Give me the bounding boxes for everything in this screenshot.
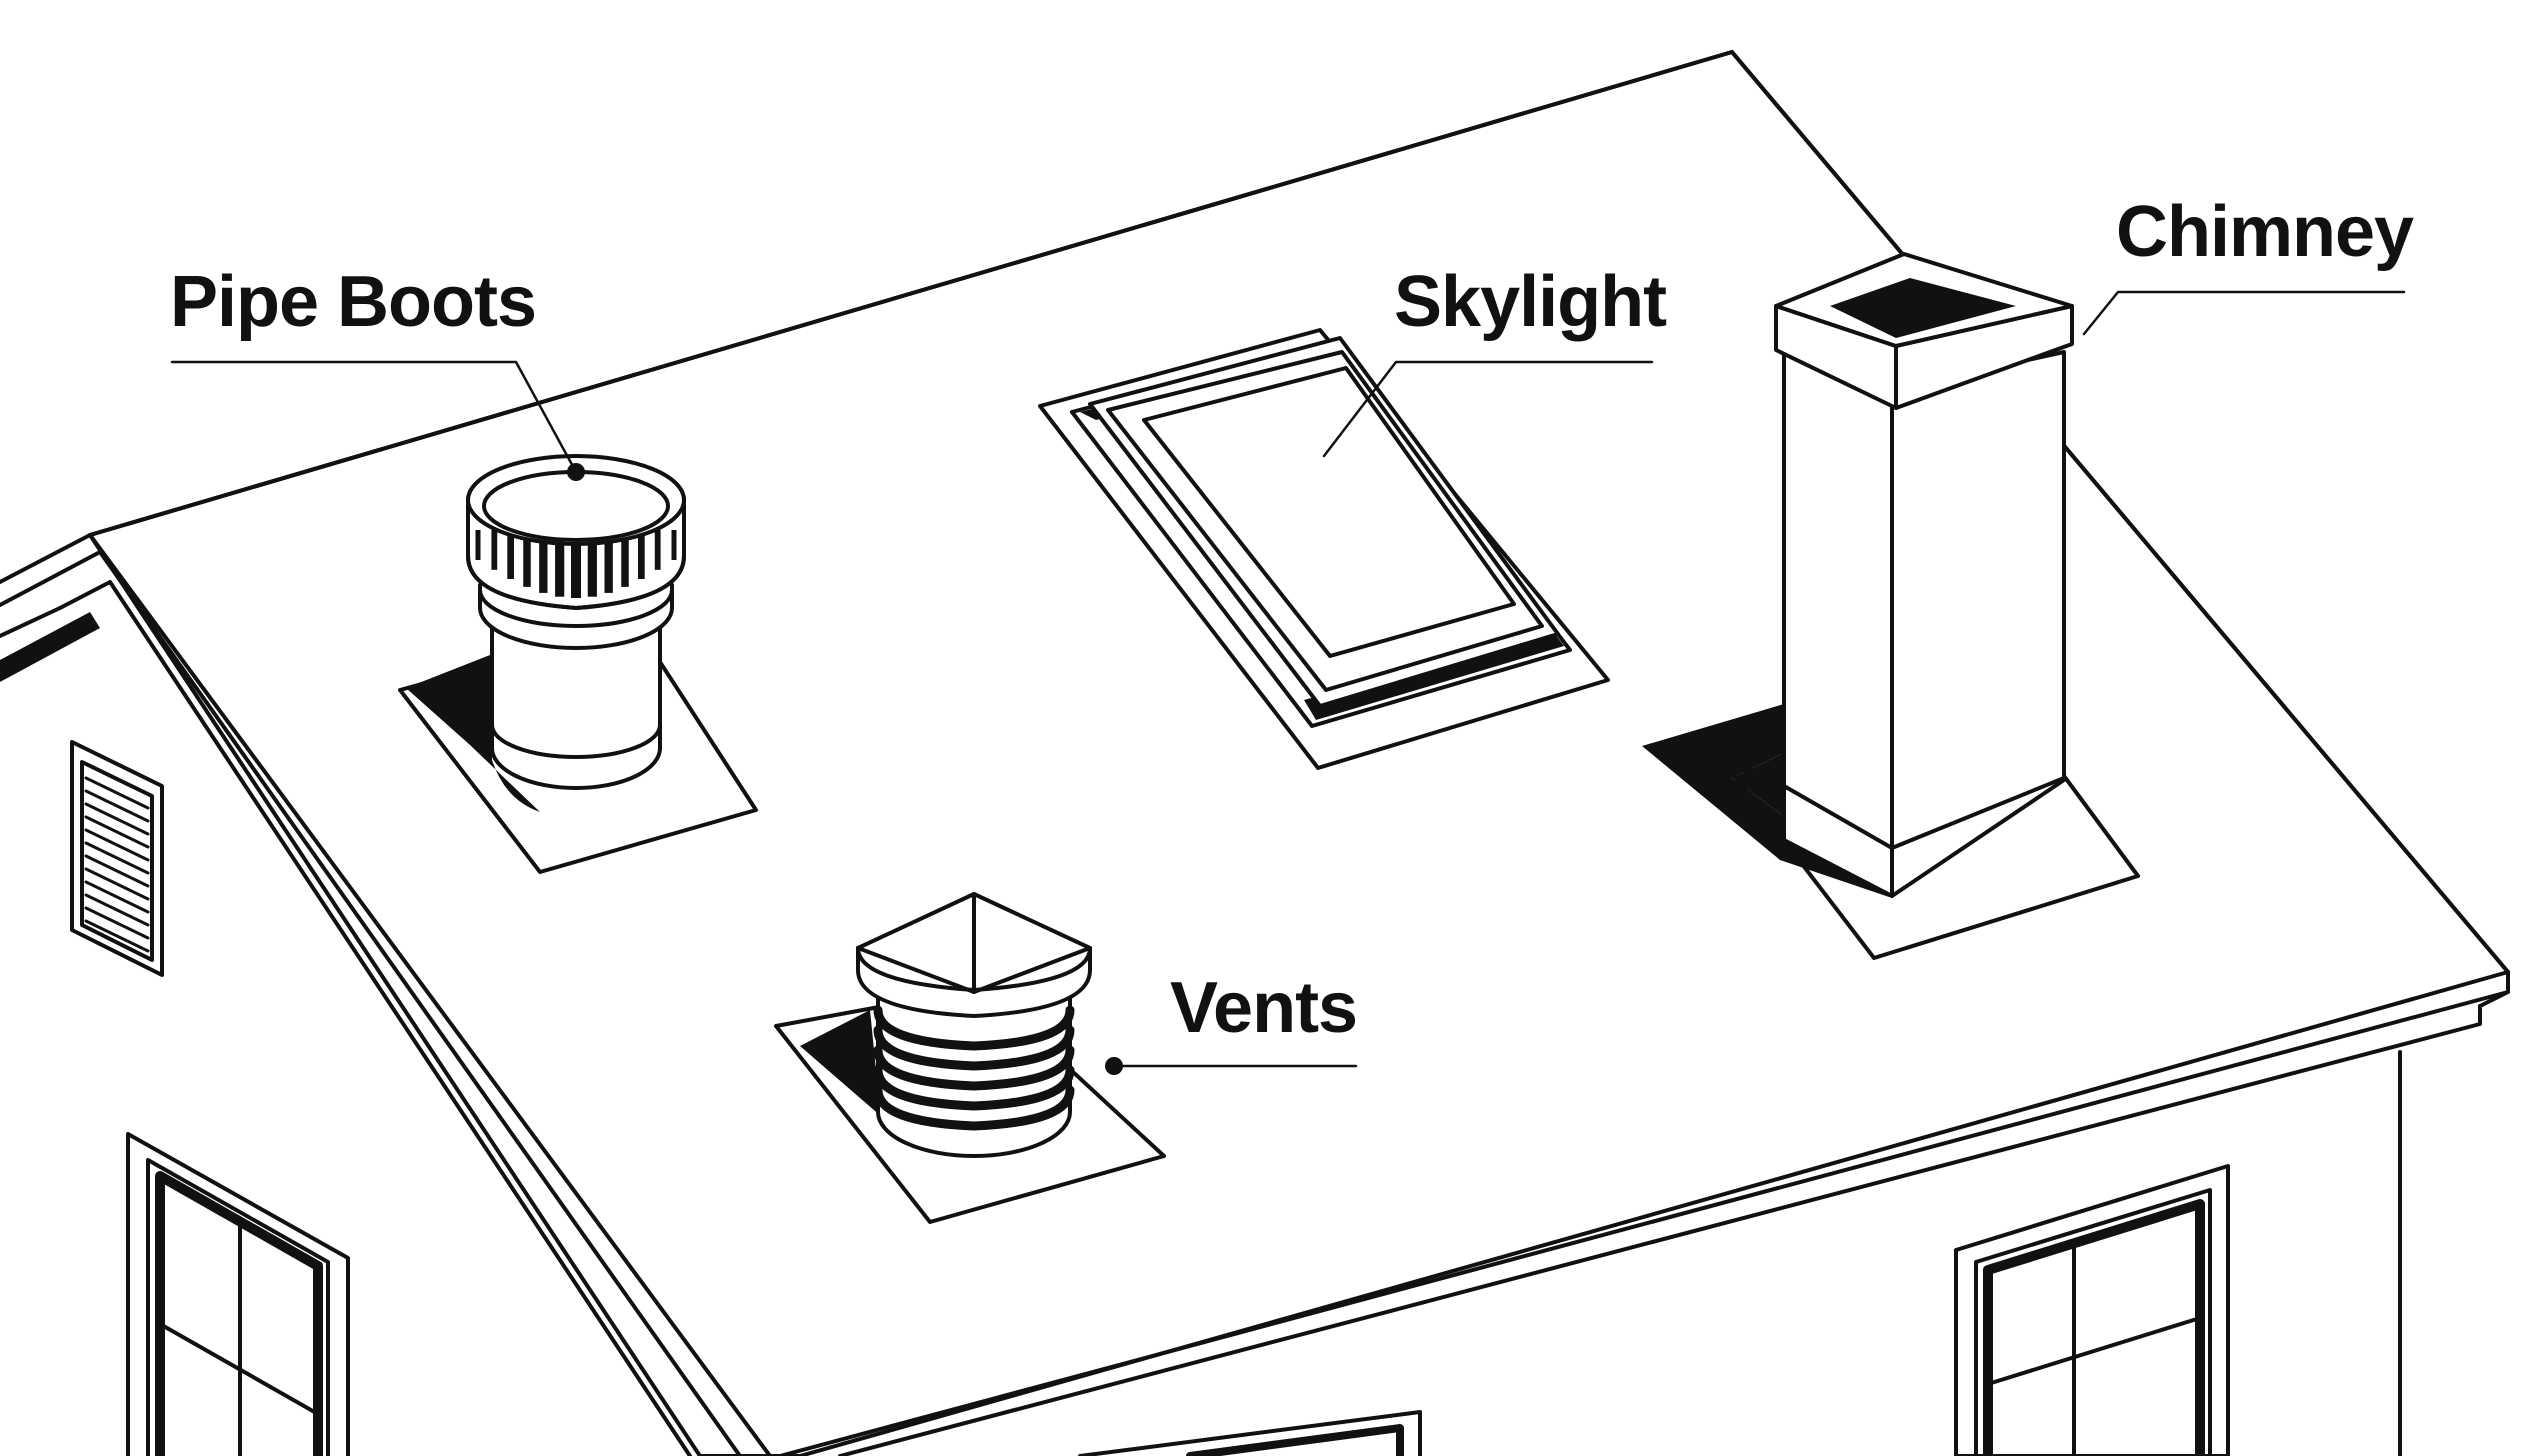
louver-slat xyxy=(84,880,150,914)
gable-wall xyxy=(0,533,772,1456)
window-left xyxy=(126,1132,350,1456)
turbine-rib xyxy=(654,530,661,570)
vent-band xyxy=(873,1085,1075,1131)
label-chimney: Chimney xyxy=(2116,192,2414,272)
label-vents: Vents xyxy=(1170,968,1358,1048)
label-pipe-boots: Pipe Boots xyxy=(170,262,537,342)
label-skylight: Skylight xyxy=(1394,262,1667,342)
louver-slat xyxy=(84,854,150,888)
louver-slat xyxy=(84,893,150,927)
turbine-rib xyxy=(571,530,581,598)
pipe-boot-shadow xyxy=(406,655,540,812)
louver-slat xyxy=(84,802,150,836)
callout-leaders xyxy=(170,290,2406,1075)
gable-trim-shadow xyxy=(0,612,100,682)
turbine-rib xyxy=(638,530,645,579)
turbine-rib xyxy=(555,530,565,597)
louver-slat xyxy=(84,815,150,849)
vent-band xyxy=(873,1005,1075,1051)
window-center xyxy=(1078,1410,1422,1456)
turbine-rib xyxy=(507,530,514,579)
vent-band xyxy=(873,1025,1075,1071)
turbine-rib xyxy=(523,530,531,587)
louver-slat xyxy=(84,828,150,862)
roof-vent xyxy=(774,892,1166,1224)
louver-slat xyxy=(84,776,150,810)
turbine-rib xyxy=(671,530,677,560)
louver-slat xyxy=(84,841,150,875)
turbine-rib xyxy=(621,530,629,587)
front-wall xyxy=(1078,1050,2402,1456)
vent-band xyxy=(873,1045,1075,1091)
turbine-rib xyxy=(587,530,597,597)
pipe-boots-dot xyxy=(567,463,585,481)
vents-dot xyxy=(1105,1057,1123,1075)
gable-louver xyxy=(70,740,164,977)
louver-slat xyxy=(84,789,150,823)
pipe-boot xyxy=(398,454,758,874)
chimney-flue xyxy=(1830,278,2016,338)
turbine-rib xyxy=(604,530,613,593)
turbine-rib xyxy=(475,530,481,560)
roof-vent-shadow xyxy=(800,1010,920,1150)
louver-slat xyxy=(84,906,150,940)
vent-band xyxy=(873,1065,1075,1111)
turbine-rib xyxy=(539,530,548,593)
turbine-rib xyxy=(491,530,498,570)
louver-slat xyxy=(84,867,150,901)
louver-slat xyxy=(84,919,150,953)
skylight-glass xyxy=(1142,366,1516,658)
chimney-shadow xyxy=(1642,704,1892,898)
skylight xyxy=(1038,328,1610,770)
chimney xyxy=(1642,252,2140,960)
window-right xyxy=(1954,1164,2230,1456)
